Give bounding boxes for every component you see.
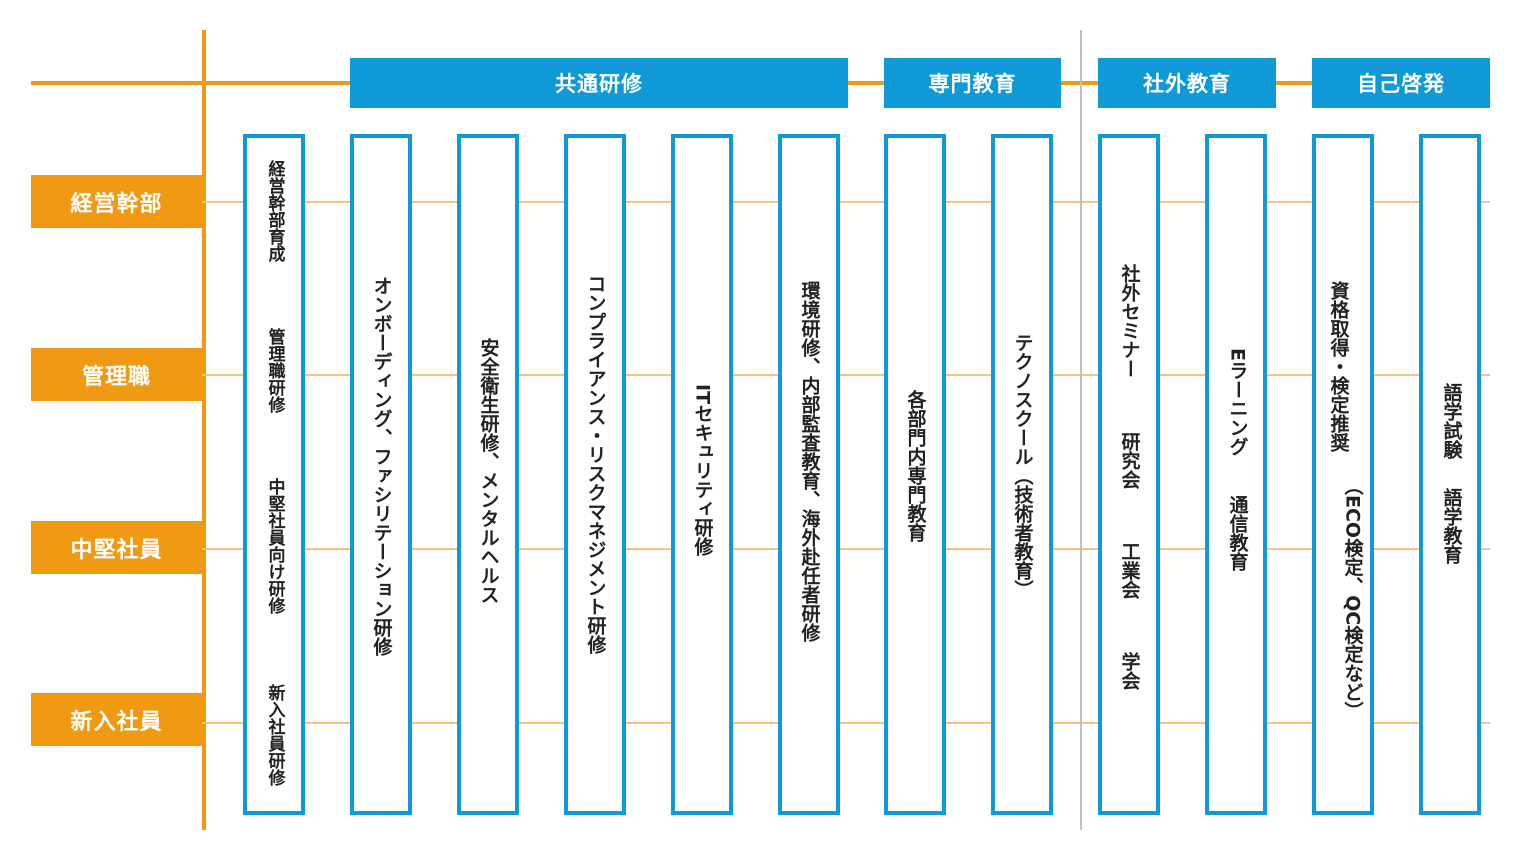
column-external-seminars: 社外セミナー 研究会 工業会 学会 (1098, 134, 1160, 815)
category-common: 共通研修 (350, 58, 848, 108)
level-executive: 経営幹部 (31, 175, 202, 228)
onboarding-label: オンボーディング、ファシリテーション研修 (370, 276, 393, 656)
column-elearning: Eラーニング 通信教育 (1205, 134, 1267, 815)
column-environment: 環境研修、内部監査教育、海外赴任者研修 (778, 134, 840, 815)
column-certification: 資格取得・検定推奨 （ECO検定、QC検定など） (1312, 134, 1374, 815)
column-departmental: 各部門内専門教育 (884, 134, 946, 815)
level-guide-line (202, 548, 1490, 550)
language-test-label: 語学試験 (1440, 383, 1463, 459)
section-divider (1080, 30, 1082, 830)
level-mid-career: 中堅社員 (31, 521, 202, 574)
environment-label: 環境研修、内部監査教育、海外赴任者研修 (798, 281, 821, 642)
certification-label: 資格取得・検定推奨 (1327, 281, 1350, 452)
level-guide-line (202, 722, 1490, 724)
column-onboarding: オンボーディング、ファシリテーション研修 (350, 134, 412, 815)
manager-training-label: 管理職研修 (264, 328, 285, 413)
category-external: 社外教育 (1098, 58, 1276, 108)
certification-examples-label: （ECO検定、QC検定など） (1341, 476, 1364, 721)
study-group-label: 研究会 (1118, 432, 1141, 489)
techno-school-label: テクノスクール（技術者教育） (1011, 333, 1034, 599)
category-specialized: 専門教育 (884, 58, 1061, 108)
level-new-employee: 新入社員 (31, 693, 202, 746)
correspondence-label: 通信教育 (1226, 495, 1249, 571)
executive-training-label: 経営幹部育成 (264, 160, 285, 262)
column-it-security: ITセキュリティ研修 (671, 134, 733, 815)
elearning-label: Eラーニング (1226, 348, 1249, 456)
level-guide-line (202, 374, 1490, 376)
category-self-development: 自己啓発 (1312, 58, 1490, 108)
mid-career-training-label: 中堅社員向け研修 (264, 478, 285, 614)
level-manager: 管理職 (31, 348, 202, 401)
it-security-label: ITセキュリティ研修 (691, 384, 714, 557)
column-safety: 安全衛生研修、メンタルヘルス (457, 134, 519, 815)
industry-association-label: 工業会 (1118, 542, 1141, 599)
academic-society-label: 学会 (1118, 652, 1141, 690)
safety-label: 安全衛生研修、メンタルヘルス (477, 338, 500, 604)
language-education-label: 語学教育 (1440, 488, 1463, 564)
column-techno-school: テクノスクール（技術者教育） (991, 134, 1053, 815)
departmental-label: 各部門内専門教育 (904, 390, 927, 542)
column-language: 語学試験 語学教育 (1419, 134, 1481, 815)
compliance-label: コンプライアンス・リスクマネジメント研修 (584, 274, 607, 654)
seminar-label: 社外セミナー (1118, 264, 1141, 378)
vertical-axis-line (202, 30, 206, 830)
new-employee-training-label: 新入社員研修 (264, 684, 285, 786)
column-compliance: コンプライアンス・リスクマネジメント研修 (564, 134, 626, 815)
column-level-training: 経営幹部育成 管理職研修 中堅社員向け研修 新入社員研修 (243, 134, 305, 815)
level-guide-line (202, 201, 1490, 203)
